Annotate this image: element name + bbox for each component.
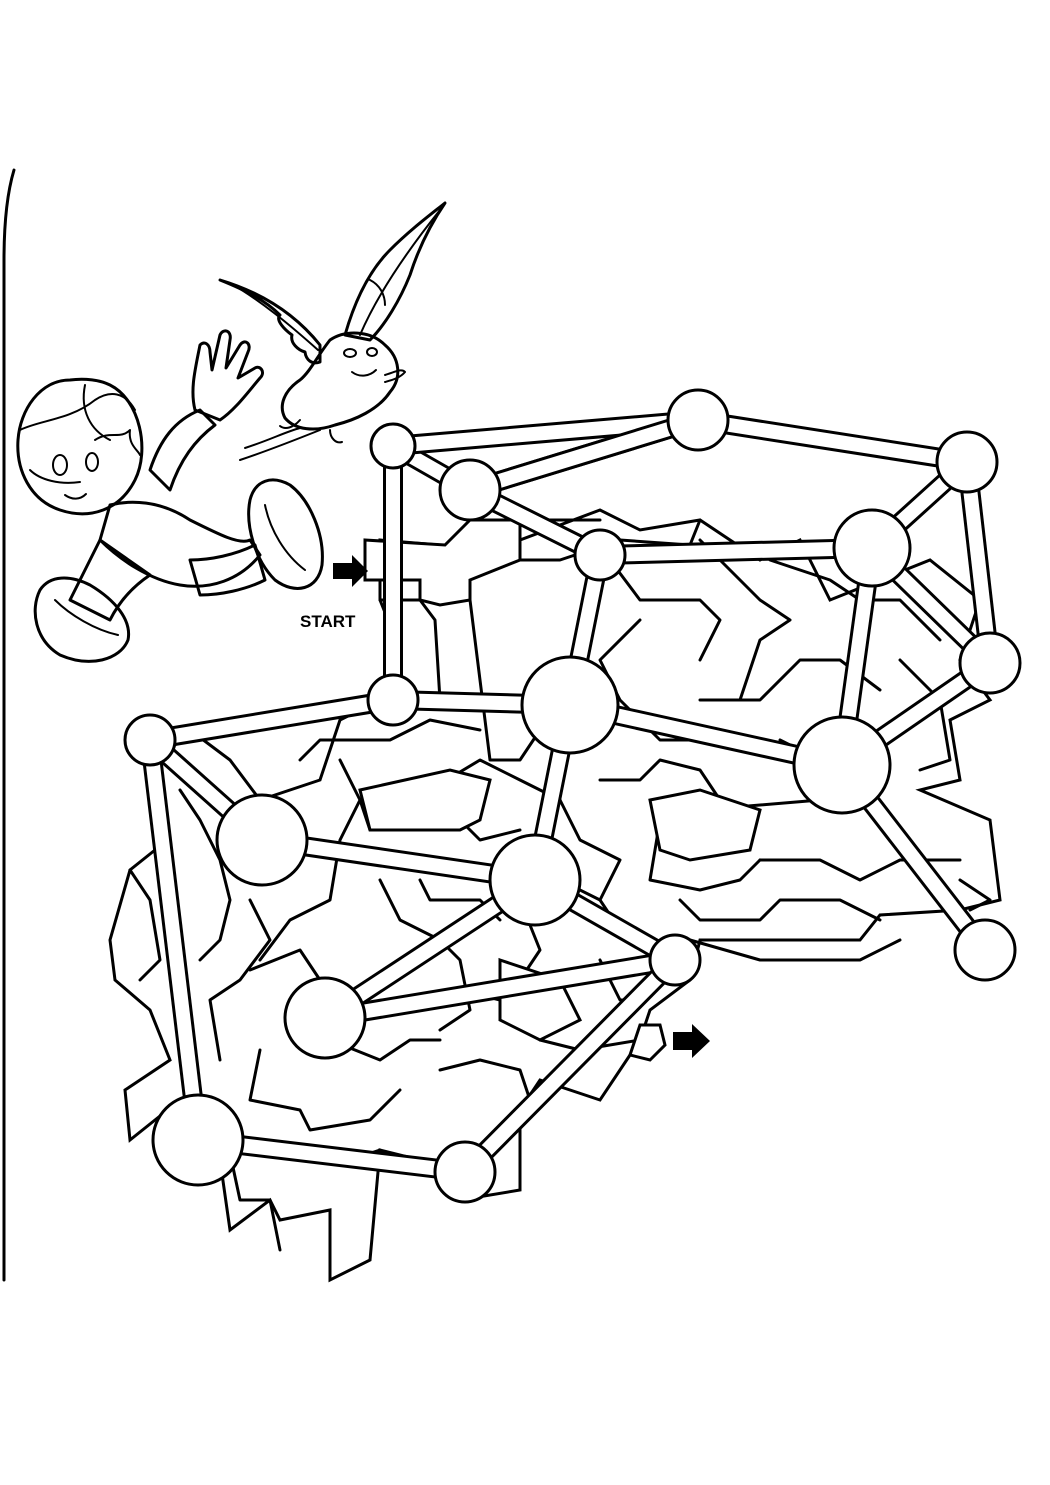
maze-ball: [151, 1093, 245, 1187]
maze-ball: [488, 833, 582, 927]
start-label: START: [300, 612, 356, 631]
maze-ball: [366, 673, 420, 727]
maze-ball: [953, 918, 1017, 982]
finish-arrow-icon: [673, 1024, 710, 1058]
maze-rod: [467, 413, 701, 497]
maze-ball: [792, 715, 892, 815]
maze-ball: [215, 793, 309, 887]
maze-rod: [143, 739, 205, 1141]
maze-rod: [960, 461, 997, 664]
page-edge-mark: [2, 168, 16, 1282]
connector-balls: [123, 388, 1022, 1204]
maze-ball: [958, 631, 1022, 695]
maze-rod: [323, 953, 677, 1025]
maze-rod: [696, 413, 969, 469]
maze-ball: [648, 933, 702, 987]
maze-ball: [369, 422, 417, 470]
maze-ball: [935, 430, 999, 494]
bat-creature-character: [218, 201, 447, 461]
maze-ball: [438, 458, 502, 522]
maze-ball: [520, 655, 620, 755]
maze-ball: [123, 713, 177, 767]
maze-rod: [392, 413, 699, 453]
boy-character: [16, 329, 324, 663]
start-arrow-icon: [333, 555, 368, 587]
maze-ball: [832, 508, 912, 588]
maze-ball: [283, 976, 367, 1060]
maze-rod: [460, 955, 680, 1177]
maze-ball: [573, 528, 627, 582]
maze-ball: [666, 388, 730, 452]
maze-rod: [148, 693, 395, 747]
maze-ball: [433, 1140, 497, 1204]
maze-rod: [599, 541, 873, 562]
